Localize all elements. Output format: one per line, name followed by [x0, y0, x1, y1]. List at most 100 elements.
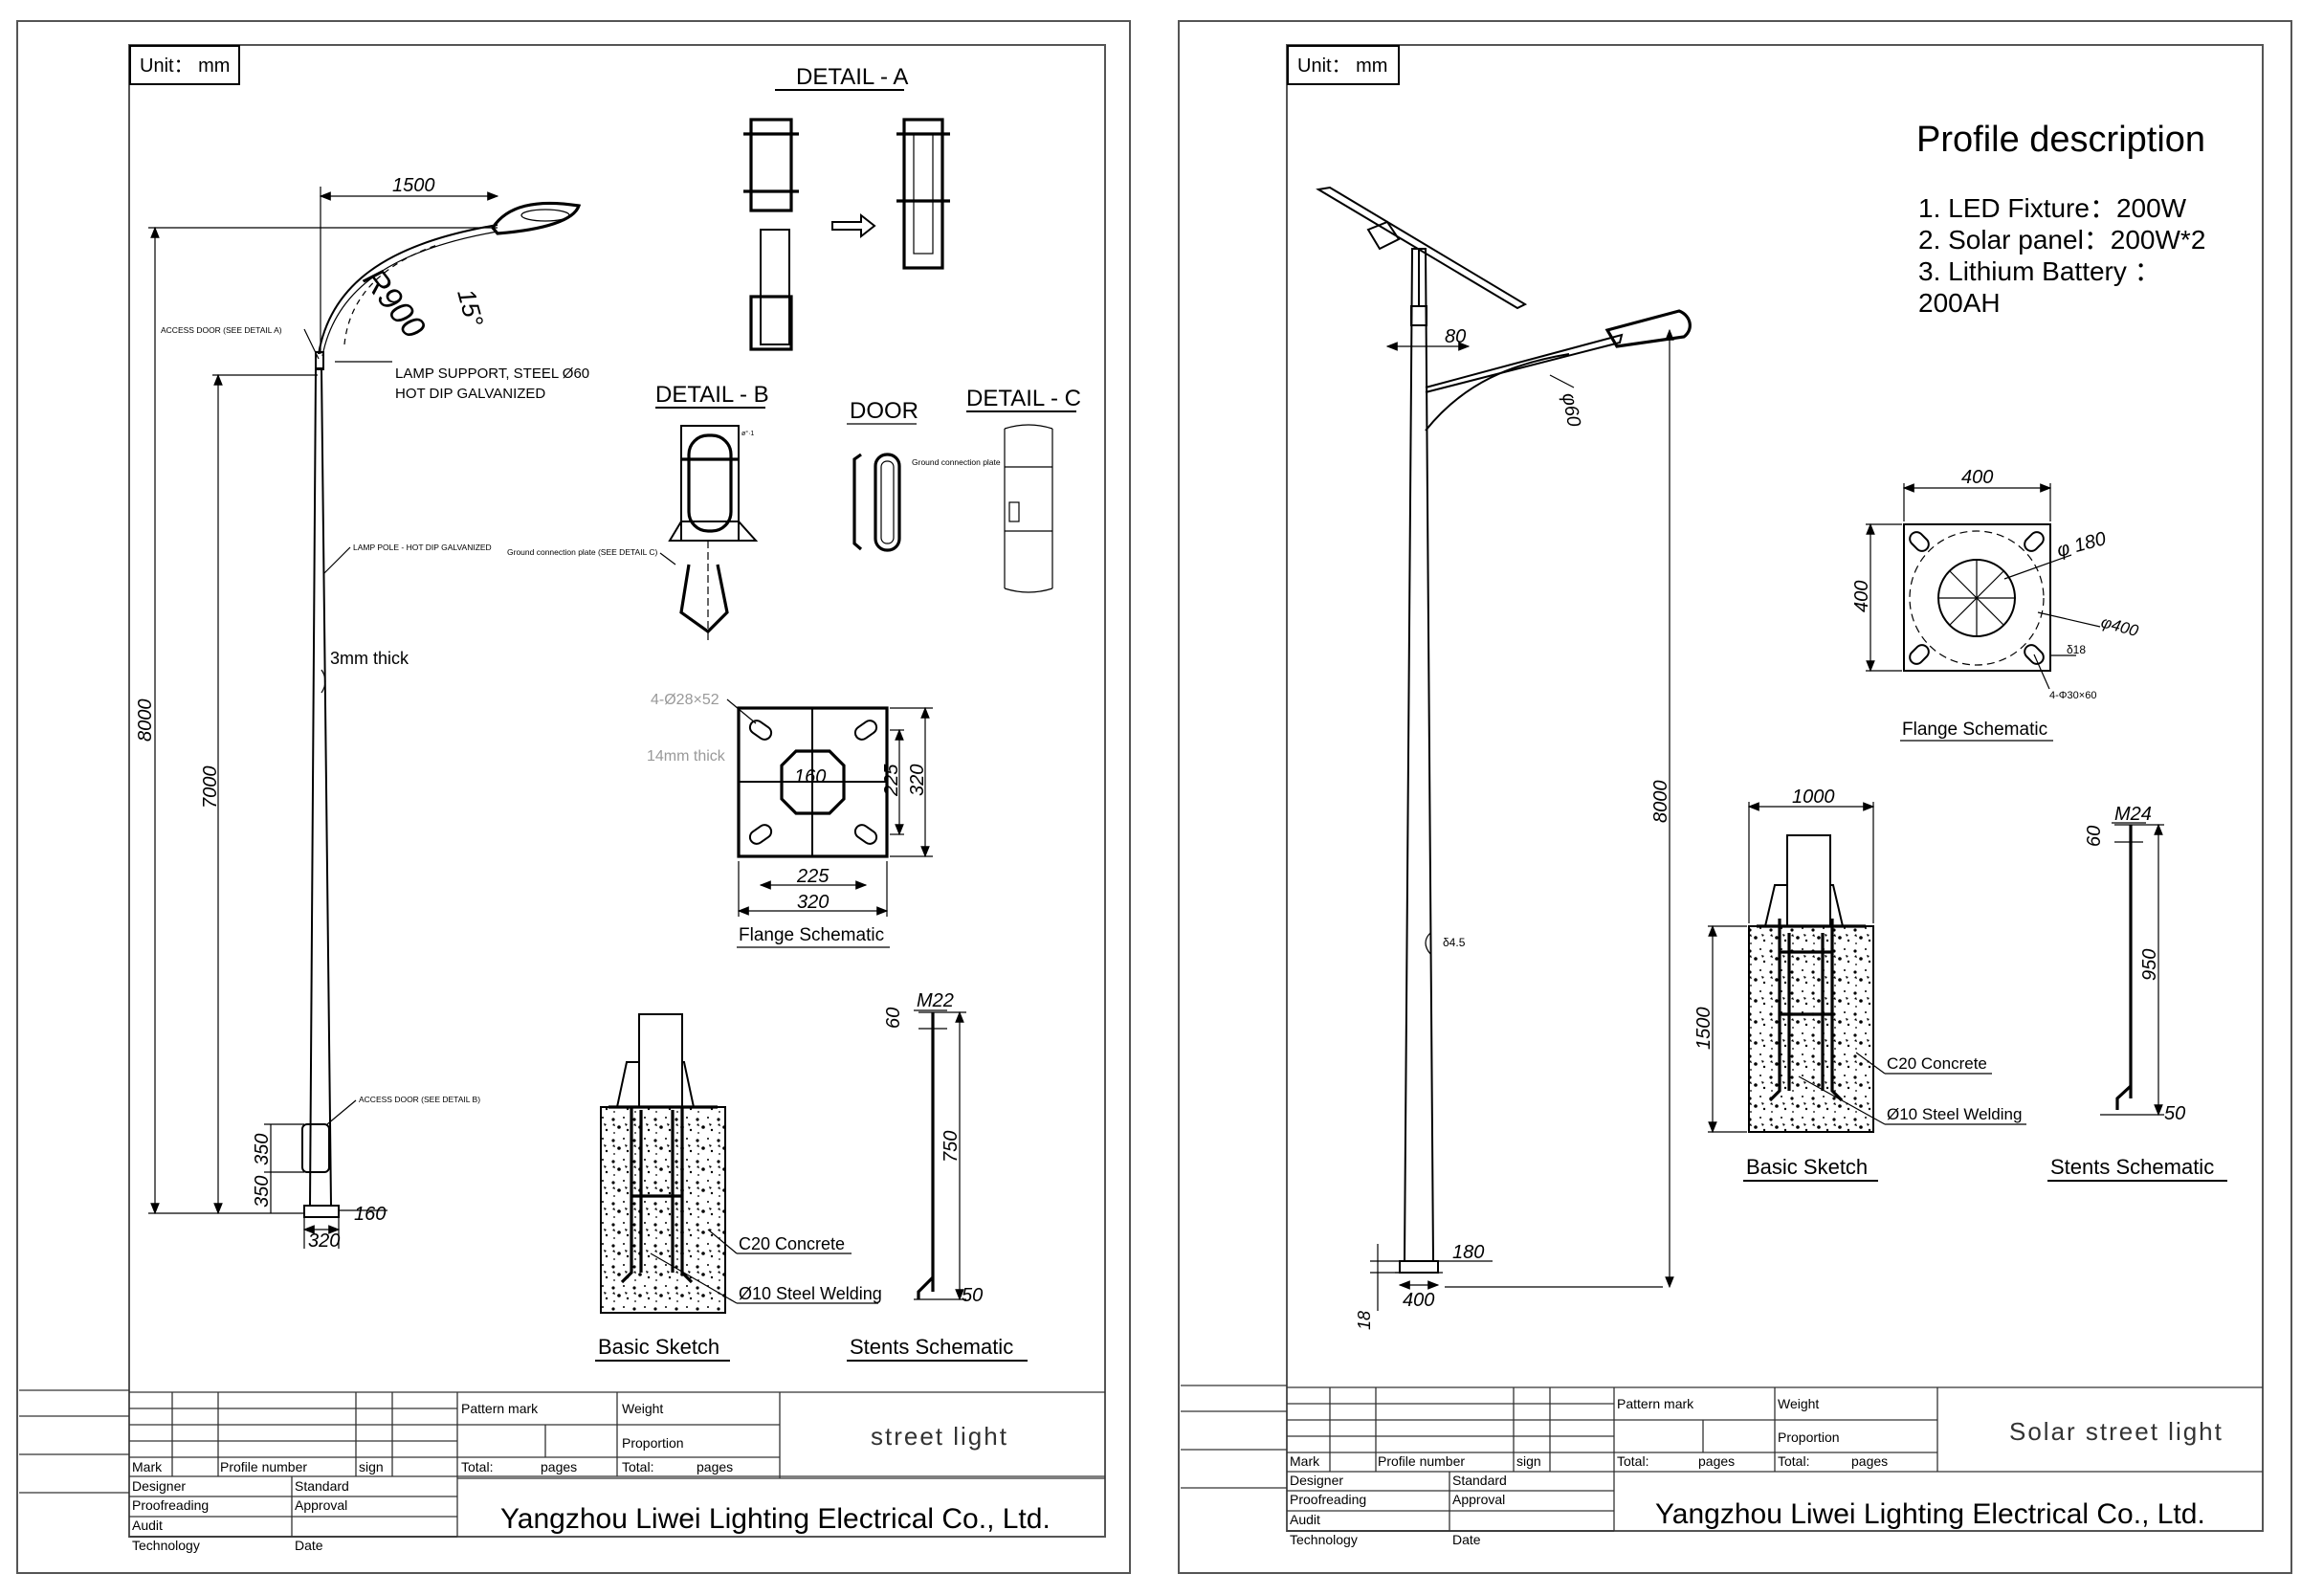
right-stent-bolt: M24	[2114, 804, 2152, 825]
left-detail-b-leader	[659, 552, 676, 565]
right-arm-brace	[1425, 353, 1570, 432]
left-dim-door-a: 350	[252, 1134, 273, 1165]
left-callout-lamp-support-2: HOT DIP GALVANIZED	[395, 386, 545, 402]
left-foundation-anchor-bars	[620, 1107, 694, 1284]
left-door-side	[852, 453, 863, 551]
left-stent-bolt: M22	[917, 990, 954, 1011]
right-profile-1: 1. LED Fixture：200W	[1918, 193, 2187, 223]
left-dim-base-plate: 320	[308, 1230, 340, 1252]
right-flange-holes-leader	[2033, 654, 2050, 690]
left-outer-border	[16, 20, 1131, 1574]
left-detail-b-phi: ø°·1	[741, 430, 754, 437]
left-door-title: DOOR	[850, 398, 918, 424]
left-basic-sketch: C20 Concrete Ø10 Steel Welding Basic Ske…	[595, 1013, 882, 1362]
right-tb-product: Solar street light	[2009, 1417, 2224, 1446]
left-tb-total-2: Total:	[622, 1459, 653, 1474]
left-detail-b-title: DETAIL - B	[655, 382, 769, 408]
left-callout-access-door-a: ACCESS DOOR (SEE DETAIL A)	[161, 325, 282, 335]
left-detail-c-title: DETAIL - C	[966, 386, 1081, 411]
left-leader-lamp-pole	[322, 546, 351, 575]
right-flange-phi180-leader	[2003, 554, 2072, 580]
right-tb-profile-number: Profile number	[1378, 1453, 1465, 1469]
left-dim-base-w: 160	[354, 1204, 386, 1225]
right-basic-sketch: 1000 1500 C20 Concrete Ø10 Steel Welding…	[1693, 787, 2026, 1182]
right-base-plate	[1399, 1260, 1439, 1274]
right-profile-3: 3. Lithium Battery ：	[1918, 256, 2161, 286]
left-arm-radius-arc	[343, 243, 441, 345]
left-led-fixture	[491, 201, 582, 235]
left-pole-elevation: 1500 R900 15° 8000 7000 350 350 160 320 …	[135, 175, 589, 1252]
right-profile-title: Profile description	[1916, 120, 2205, 160]
right-foundation-welding	[1780, 933, 1832, 1091]
left-tb-pattern-mark: Pattern mark	[461, 1401, 539, 1416]
right-tb-weight: Weight	[1778, 1396, 1819, 1411]
left-lamp-arm-outer	[318, 224, 498, 355]
left-detail-c: DETAIL - C Ground connection plate	[912, 386, 1081, 593]
right-dim-phi60: φ60	[1558, 391, 1584, 429]
left-door-detail: DOOR	[847, 398, 918, 552]
left-detail-b-door	[687, 433, 733, 533]
left-tb-technology: Technology	[132, 1538, 200, 1553]
left-tb-designer: Designer	[132, 1478, 186, 1494]
left-detail-a-tube	[760, 229, 790, 345]
left-inner-border	[128, 44, 1106, 1538]
left-sheet: Unit： mm 1500 R900 15° 8000 7000	[16, 20, 1131, 1574]
left-access-door-lower	[301, 1123, 330, 1173]
left-flange-title: Flange Schematic	[739, 925, 884, 945]
left-flange-octagon	[780, 749, 846, 815]
left-detail-b: DETAIL - B ø°·1 Ground connection plate …	[507, 382, 769, 641]
right-flange-spokes	[1938, 560, 2015, 636]
left-stents-title: Stents Schematic	[850, 1335, 1013, 1359]
left-door-front	[874, 453, 901, 552]
right-stent-d60: 60	[2084, 826, 2105, 847]
left-dim-door-b: 350	[252, 1176, 273, 1208]
left-flange-slot-2	[853, 720, 878, 741]
left-detail-a-title: DETAIL - A	[796, 64, 908, 90]
left-tb-company: Yangzhou Liwei Lighting Electrical Co., …	[500, 1503, 1051, 1535]
right-foundation-pole-stub	[1786, 834, 1831, 927]
right-title-block: Pattern mark Weight Proportion Total: pa…	[1181, 1385, 2263, 1547]
right-unit-box	[1287, 45, 1400, 85]
left-foundation-welding-leader	[650, 1252, 738, 1304]
right-flange-holes: 4-Φ30×60	[2049, 690, 2096, 701]
left-thickness-mark	[321, 669, 326, 694]
left-tb-pages-1: pages	[541, 1459, 577, 1474]
left-callout-lamp-support-1: LAMP SUPPORT, STEEL Ø60	[395, 366, 589, 382]
right-flange-plate	[1903, 523, 2051, 672]
left-fixture-lens	[520, 209, 570, 222]
left-tb-mark: Mark	[132, 1459, 163, 1474]
left-detail-a-assembled-inner	[913, 133, 934, 255]
left-tb-proportion: Proportion	[622, 1435, 684, 1451]
right-flange-phi180: φ 180	[2055, 528, 2109, 562]
left-flange-d320-h: 320	[907, 765, 928, 796]
left-flange-holes-leader	[726, 698, 757, 724]
left-base-plate	[303, 1205, 340, 1218]
right-thickness-mark	[1425, 932, 1431, 955]
right-flange-w: 400	[1961, 467, 1993, 488]
right-pole-bracket	[1410, 305, 1427, 326]
right-led-fixture	[1604, 309, 1692, 348]
left-stent-d50: 50	[962, 1285, 983, 1306]
right-stents: M24 60 950 50 Stents Schematic	[2047, 804, 2227, 1182]
right-basic-w: 1000	[1792, 787, 1835, 808]
left-tb-sign: sign	[359, 1459, 384, 1474]
left-detail-c-lug	[1008, 501, 1020, 522]
right-tb-proportion: Proportion	[1778, 1430, 1840, 1445]
right-stent-d950: 950	[2139, 949, 2160, 981]
right-pole-elevation: 80 φ60 8000 δ4.5 180 400 18	[1316, 186, 1692, 1330]
left-flange: 160 4-Ø28×52 14mm thick 225 320 225 320 …	[647, 692, 933, 948]
left-flange-d225-w: 225	[796, 866, 830, 887]
right-dim-total-h: 8000	[1650, 781, 1671, 824]
left-flange-thick: 14mm thick	[647, 748, 726, 765]
right-stents-title: Stents Schematic	[2050, 1155, 2214, 1179]
right-tb-pages-2: pages	[1851, 1453, 1888, 1469]
left-foundation-block	[600, 1106, 726, 1314]
right-tb-approval: Approval	[1452, 1492, 1505, 1507]
left-door-front-inner	[880, 460, 895, 544]
left-flange-slot-3	[748, 824, 773, 845]
left-detail-c-pipe-ends	[1004, 424, 1053, 593]
right-flange-slot-1	[1909, 531, 1930, 552]
right-dim-arm: 80	[1445, 326, 1466, 347]
left-tb-pages-2: pages	[697, 1459, 733, 1474]
